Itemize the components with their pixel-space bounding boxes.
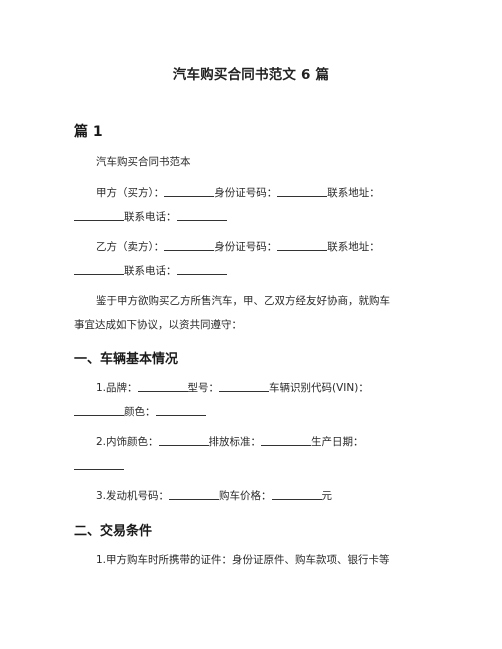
vin-label: 车辆识别代码(VIN)： [269, 382, 369, 394]
party-a-label: 甲方（买方）： [96, 187, 165, 199]
party-b-address-label: 联系地址： [327, 241, 380, 253]
vin-blank [74, 403, 124, 416]
section2-item1: 1.甲方购车时所携带的证件：身份证原件、购车款项、银行卡等 [74, 548, 432, 572]
section1-item3-line-1: 3.发动机号码： 购车价格： 元 [74, 484, 432, 508]
party-a-id-label: 身份证号码： [214, 187, 278, 199]
party-a-phone-blank [176, 208, 227, 221]
engine-number-label: 3.发动机号码： [96, 490, 170, 502]
contract-title: 汽车购买合同书范本 [96, 156, 191, 168]
section1-item1-line-2: 颜色： [74, 400, 432, 424]
production-date-blank [74, 457, 124, 470]
brand-label: 1.品牌： [96, 382, 138, 394]
brand-blank [137, 379, 188, 392]
model-label: 型号： [187, 382, 220, 394]
party-a-line-2: 联系电话： [74, 205, 432, 229]
party-b-phone-blank [176, 262, 227, 275]
section1-heading: 一、车辆基本情况 [74, 352, 179, 367]
engine-number-blank [169, 487, 220, 500]
price-blank [271, 487, 322, 500]
intro-line-1: 鉴于甲方欲购买乙方所售汽车，甲、乙双方经友好协商，就购车 [96, 295, 390, 307]
party-a-phone-label: 联系电话： [124, 211, 177, 223]
section1-item3: 3.发动机号码： 购车价格： 元 [74, 484, 432, 508]
party-b-address-blank [74, 262, 124, 275]
party-b-id-label: 身份证号码： [214, 241, 278, 253]
contract-title-paragraph: 汽车购买合同书范本 [74, 150, 432, 174]
party-b-paragraph: 乙方（卖方）： 身份证号码： 联系地址： 联系电话： [74, 235, 432, 283]
party-a-id-blank [277, 184, 328, 197]
section1-item1: 1.品牌： 型号： 车辆识别代码(VIN)： 颜色： [74, 376, 432, 424]
color-label: 颜色： [124, 406, 156, 418]
intro-line-2: 事宜达成如下协议，以资共同遵守： [74, 319, 242, 331]
party-a-address-blank [74, 208, 124, 221]
interior-color-blank [158, 433, 209, 446]
emission-label: 排放标准： [208, 436, 262, 448]
section2-heading: 二、交易条件 [74, 524, 153, 539]
model-blank [219, 379, 270, 392]
party-a-name-blank [164, 184, 215, 197]
party-a-paragraph: 甲方（买方）： 身份证号码： 联系地址： 联系电话： [74, 181, 432, 229]
party-b-line-2: 联系电话： [74, 259, 432, 283]
interior-color-label: 2.内饰颜色： [96, 436, 159, 448]
price-unit: 元 [321, 490, 333, 502]
party-b-phone-label: 联系电话： [124, 265, 177, 277]
intro-paragraph: 鉴于甲方欲购买乙方所售汽车，甲、乙双方经友好协商，就购车 事宜达成如下协议，以资… [74, 289, 432, 337]
party-b-label: 乙方（卖方）： [96, 241, 165, 253]
party-b-id-blank [277, 238, 328, 251]
section2-item1-line-1: 1.甲方购车时所携带的证件：身份证原件、购车款项、银行卡等 [96, 554, 390, 566]
price-label: 购车价格： [219, 490, 272, 502]
document-title: 汽车购买合同书范文 6 篇 [172, 67, 330, 83]
section1-item2-line-1: 2.内饰颜色： 排放标准： 生产日期： [74, 430, 432, 454]
party-b-line-1: 乙方（卖方）： 身份证号码： 联系地址： [74, 235, 432, 259]
party-b-name-blank [164, 238, 215, 251]
section1-item2: 2.内饰颜色： 排放标准： 生产日期： [74, 430, 432, 478]
emission-blank [261, 433, 312, 446]
production-date-label: 生产日期： [311, 436, 364, 448]
section1-item2-line-2 [74, 454, 432, 478]
color-blank [155, 403, 206, 416]
section-heading: 篇 1 [74, 124, 103, 140]
party-a-line-1: 甲方（买方）： 身份证号码： 联系地址： [74, 181, 432, 205]
section1-item1-line-1: 1.品牌： 型号： 车辆识别代码(VIN)： [74, 376, 432, 400]
party-a-address-label: 联系地址： [327, 187, 380, 199]
